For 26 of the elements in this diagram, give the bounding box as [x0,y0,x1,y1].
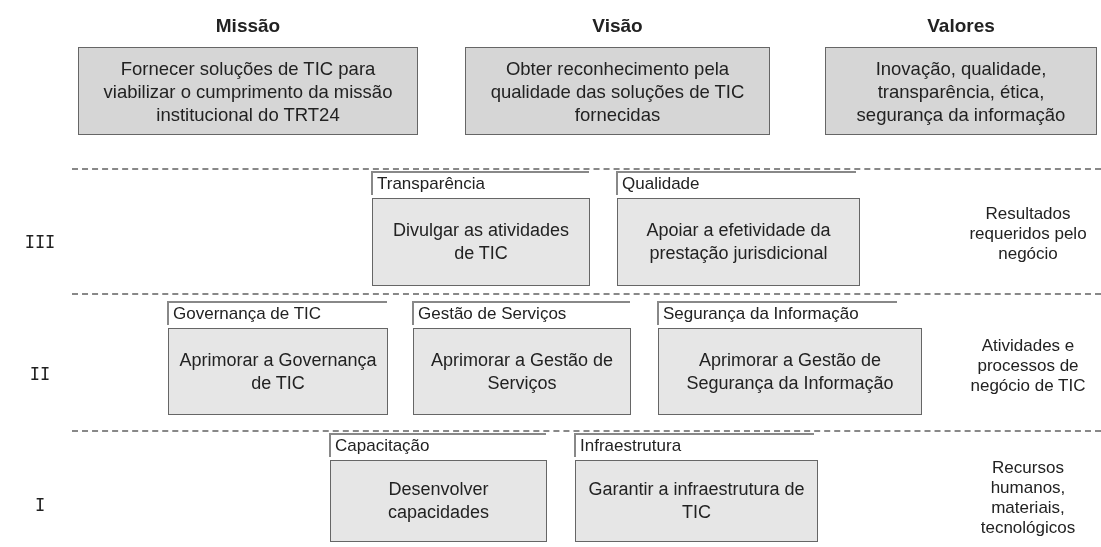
box-text: Inovação, qualidade, transparência, ética, segurança da informação [855,56,1067,126]
level-description: Resultados requeridos pelo negócio [968,204,1088,264]
box-text: Desenvolver capacidades [386,478,491,524]
level-number: II [28,364,52,384]
box-text: Apoiar a efetividade da prestação jurisdicional [645,219,832,265]
box-text: Obter reconhecimento pela qualidade das soluções de TIC fornecidas [489,56,746,126]
perspective-tab: Governança de TIC [167,301,387,325]
box-text: Garantir a infraestrutura de TIC [587,478,806,524]
perspective-tab: Transparência [371,171,589,195]
level-number: I [33,495,47,515]
column-heading: Valores [926,14,996,37]
perspective-tab: Gestão de Serviços [412,301,630,325]
perspective-tab: Infraestrutura [574,433,814,457]
box-text: Aprimorar a Governança de TIC [178,348,378,395]
column-heading: Visão [591,14,644,37]
perspective-tab: Segurança da Informação [657,301,897,325]
perspective-tab: Capacitação [329,433,546,457]
level-description: Recursos humanos, materiais, tecnológicos [979,458,1077,538]
box-text: Divulgar as atividades de TIC [391,219,571,265]
column-heading: Missão [214,14,282,37]
level-description: Atividades e processos de negócio de TIC [969,336,1087,396]
box-text: Fornecer soluções de TIC para viabilizar o cumprimento da missão institucional do TRT24 [102,56,394,126]
box-text: Aprimorar a Gestão de Serviços [429,348,615,395]
level-number: III [23,232,57,252]
perspective-tab: Qualidade [616,171,856,195]
box-text: Aprimorar a Gestão de Segurança da Informação [685,348,895,395]
